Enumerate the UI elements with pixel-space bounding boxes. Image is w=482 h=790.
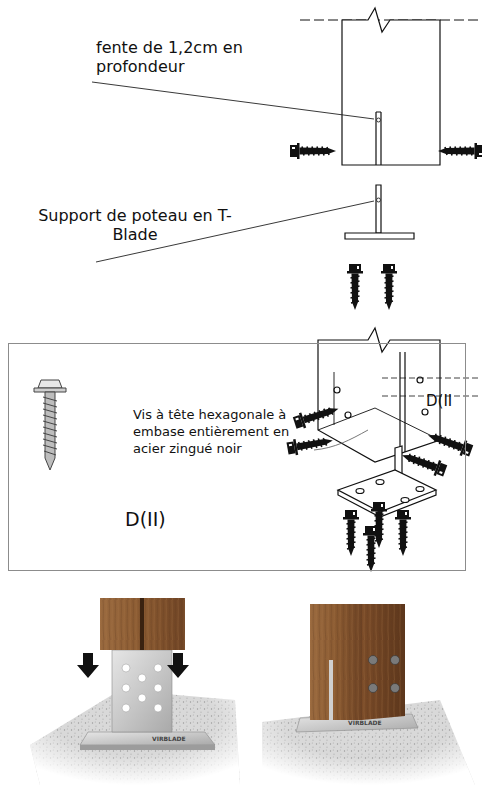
detail-reference: D(II	[426, 392, 478, 410]
description-text: Vis à tête hexagonale à embase entièreme…	[133, 406, 313, 457]
screw	[347, 264, 363, 310]
photo-mounting	[30, 598, 240, 785]
screw-icon	[34, 380, 66, 470]
t-blade	[345, 185, 414, 239]
callout-label: fente de 1,2cm en profondeur	[96, 38, 266, 76]
screw	[399, 448, 448, 479]
post-bottom	[318, 328, 478, 517]
detail-reference: D(II)	[125, 508, 205, 531]
post-top	[300, 8, 480, 165]
screw	[395, 510, 411, 556]
screw	[292, 401, 341, 430]
screw	[363, 526, 379, 572]
screw	[286, 433, 334, 457]
screw	[425, 428, 474, 459]
brand-mark: VIRBLADE	[348, 719, 398, 726]
brand-mark: VIRBLADE	[152, 735, 202, 742]
callout-label: Support de poteau en T-Blade	[30, 206, 240, 244]
screw	[438, 143, 482, 159]
screw	[343, 510, 359, 556]
leader-line	[314, 430, 368, 450]
screw	[381, 264, 397, 310]
photo-mounted	[262, 604, 475, 785]
screw	[290, 143, 336, 159]
info-box: Vis à tête hexagonale à embase entièreme…	[8, 343, 466, 571]
